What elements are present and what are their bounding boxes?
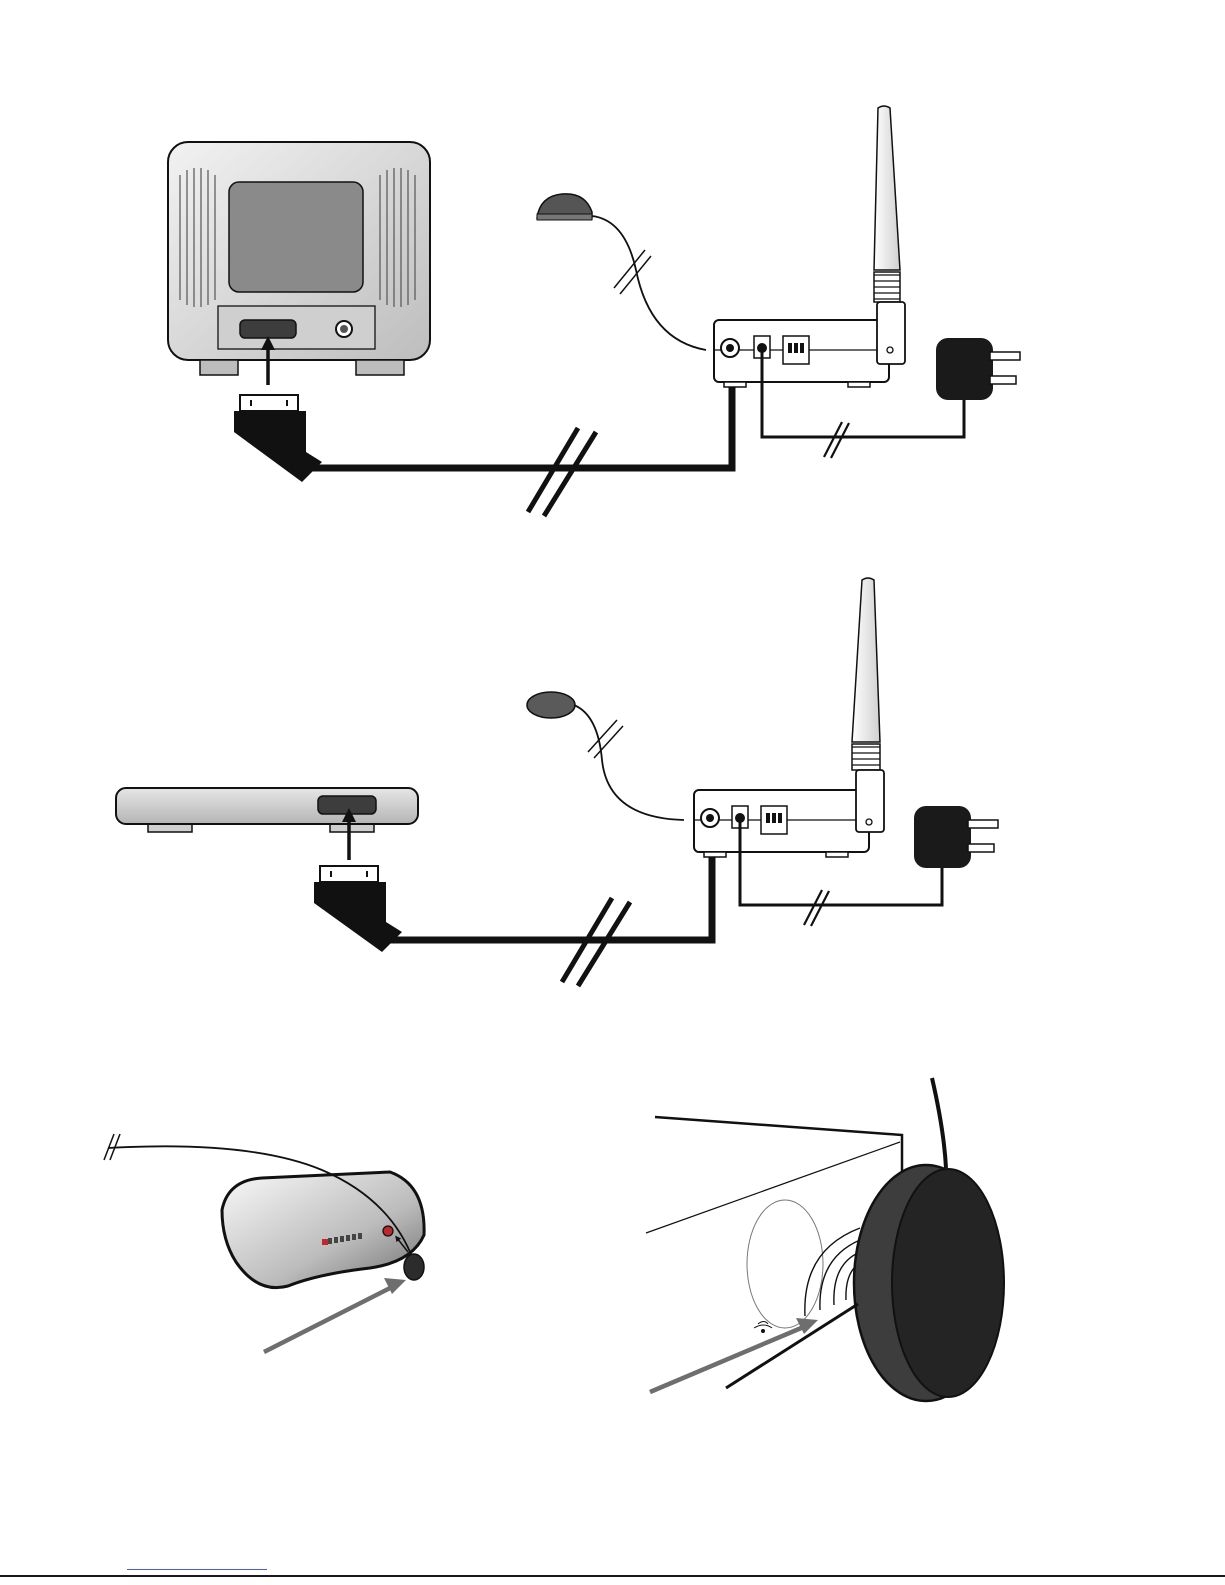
- av-cable: [390, 822, 712, 940]
- figure-tv-connection: [168, 106, 1020, 516]
- transmitter-icon: [714, 320, 889, 387]
- antenna-icon: [874, 106, 905, 364]
- ir-eye-icon: [537, 194, 592, 220]
- pointer-arrow: [650, 1326, 806, 1392]
- receiver-box-icon: [222, 1172, 424, 1288]
- ir-eye-cable: [932, 1078, 946, 1168]
- scart-plug-icon: [314, 866, 402, 952]
- ir-eye-cable: [592, 216, 706, 350]
- footer-link-underline: [127, 1569, 267, 1570]
- power-adapter-icon: [914, 806, 998, 868]
- television-icon: [168, 142, 430, 375]
- cable-break: [528, 428, 596, 516]
- power-adapter-icon: [936, 338, 1020, 400]
- figure-box-connection: [116, 578, 998, 986]
- set-top-box-icon: [116, 788, 418, 832]
- ir-eye-cable: [574, 705, 684, 820]
- footer-rule: [0, 1575, 1225, 1577]
- ir-eye-icon: [527, 692, 575, 718]
- ir-signal-waves: [805, 1228, 860, 1316]
- transmitter-icon: [694, 790, 869, 857]
- antenna-icon: [852, 578, 884, 832]
- box-scart-socket: [318, 796, 376, 814]
- ir-eye-icon: [854, 1165, 1004, 1401]
- scart-plug-icon: [234, 395, 322, 482]
- equipment-edge: [655, 1117, 902, 1185]
- ir-window: [383, 1226, 393, 1236]
- ir-eye-icon: [404, 1254, 424, 1280]
- pointer-arrow: [264, 1284, 398, 1352]
- figure-ir-eye-closeup: [646, 1078, 1004, 1401]
- figure-ir-eye-on-box: [104, 1134, 424, 1352]
- tv-scart-socket: [240, 320, 296, 338]
- tv-screen: [229, 182, 363, 292]
